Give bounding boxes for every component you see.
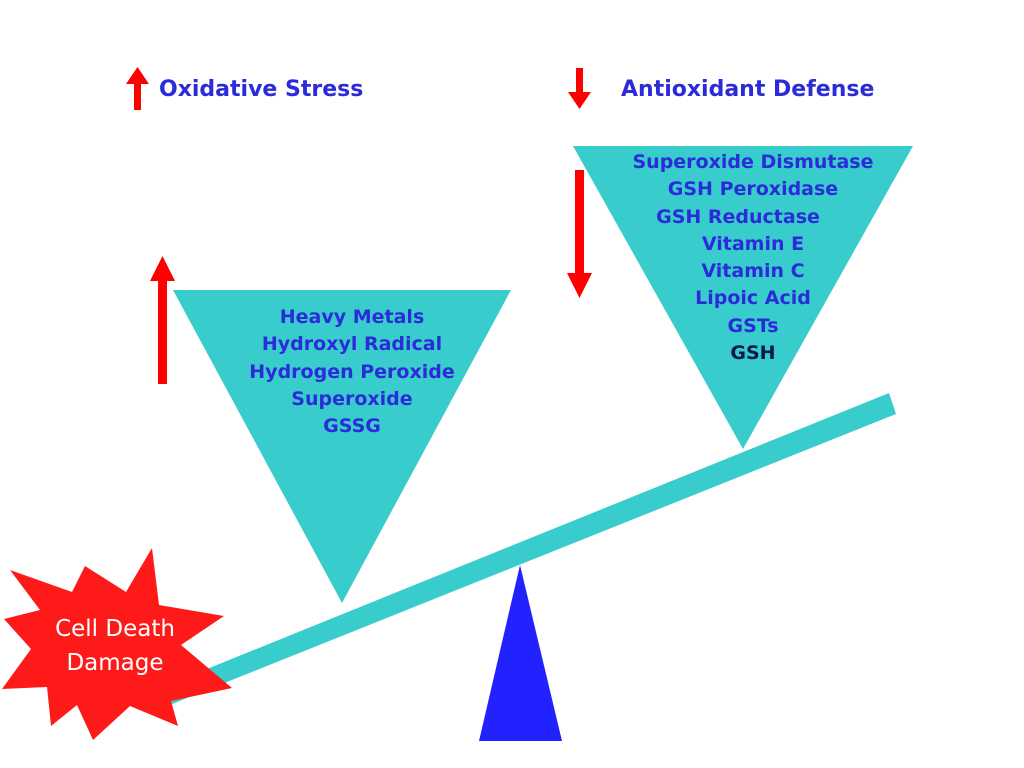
- antioxidant-defense-heading: Antioxidant Defense: [621, 77, 875, 102]
- list-item: GSSG: [323, 415, 381, 438]
- list-item: Hydrogen Peroxide: [249, 360, 455, 383]
- down-arrow-icon: [568, 68, 591, 109]
- outcome-line-1: Cell Death: [55, 616, 175, 642]
- oxidative-stress-heading: Oxidative Stress: [159, 77, 364, 102]
- list-item: Lipoic Acid: [695, 287, 811, 310]
- oxidative-stress-list: Heavy Metals Hydroxyl Radical Hydrogen P…: [222, 304, 482, 440]
- list-item: GSH Reductase: [656, 205, 820, 228]
- stress-increase-arrow-icon: [150, 256, 175, 384]
- list-item: Hydroxyl Radical: [261, 333, 443, 356]
- scale-beam: [155, 393, 896, 708]
- list-item: Vitamin C: [701, 260, 805, 283]
- outcome-label: Cell Death Damage: [25, 612, 205, 680]
- antioxidant-defense-list: Superoxide Dismutase GSH Peroxidase GSH …: [613, 149, 893, 367]
- list-item: Superoxide: [291, 387, 413, 410]
- list-item: GSTs: [727, 314, 779, 337]
- list-item: Vitamin E: [701, 232, 805, 255]
- oxidative-stress-triangle: [173, 290, 511, 603]
- up-arrow-icon: [126, 67, 149, 110]
- list-item: GSH Peroxidase: [667, 178, 839, 201]
- list-item-highlight: GSH: [730, 342, 776, 365]
- defense-decrease-arrow-icon: [567, 170, 592, 298]
- list-item: Heavy Metals: [279, 306, 425, 328]
- outcome-line-2: Damage: [66, 650, 164, 676]
- burst-icon: [2, 548, 232, 740]
- list-item: Superoxide Dismutase: [632, 151, 874, 173]
- fulcrum-triangle: [479, 565, 562, 741]
- antioxidant-defense-triangle: [573, 146, 913, 449]
